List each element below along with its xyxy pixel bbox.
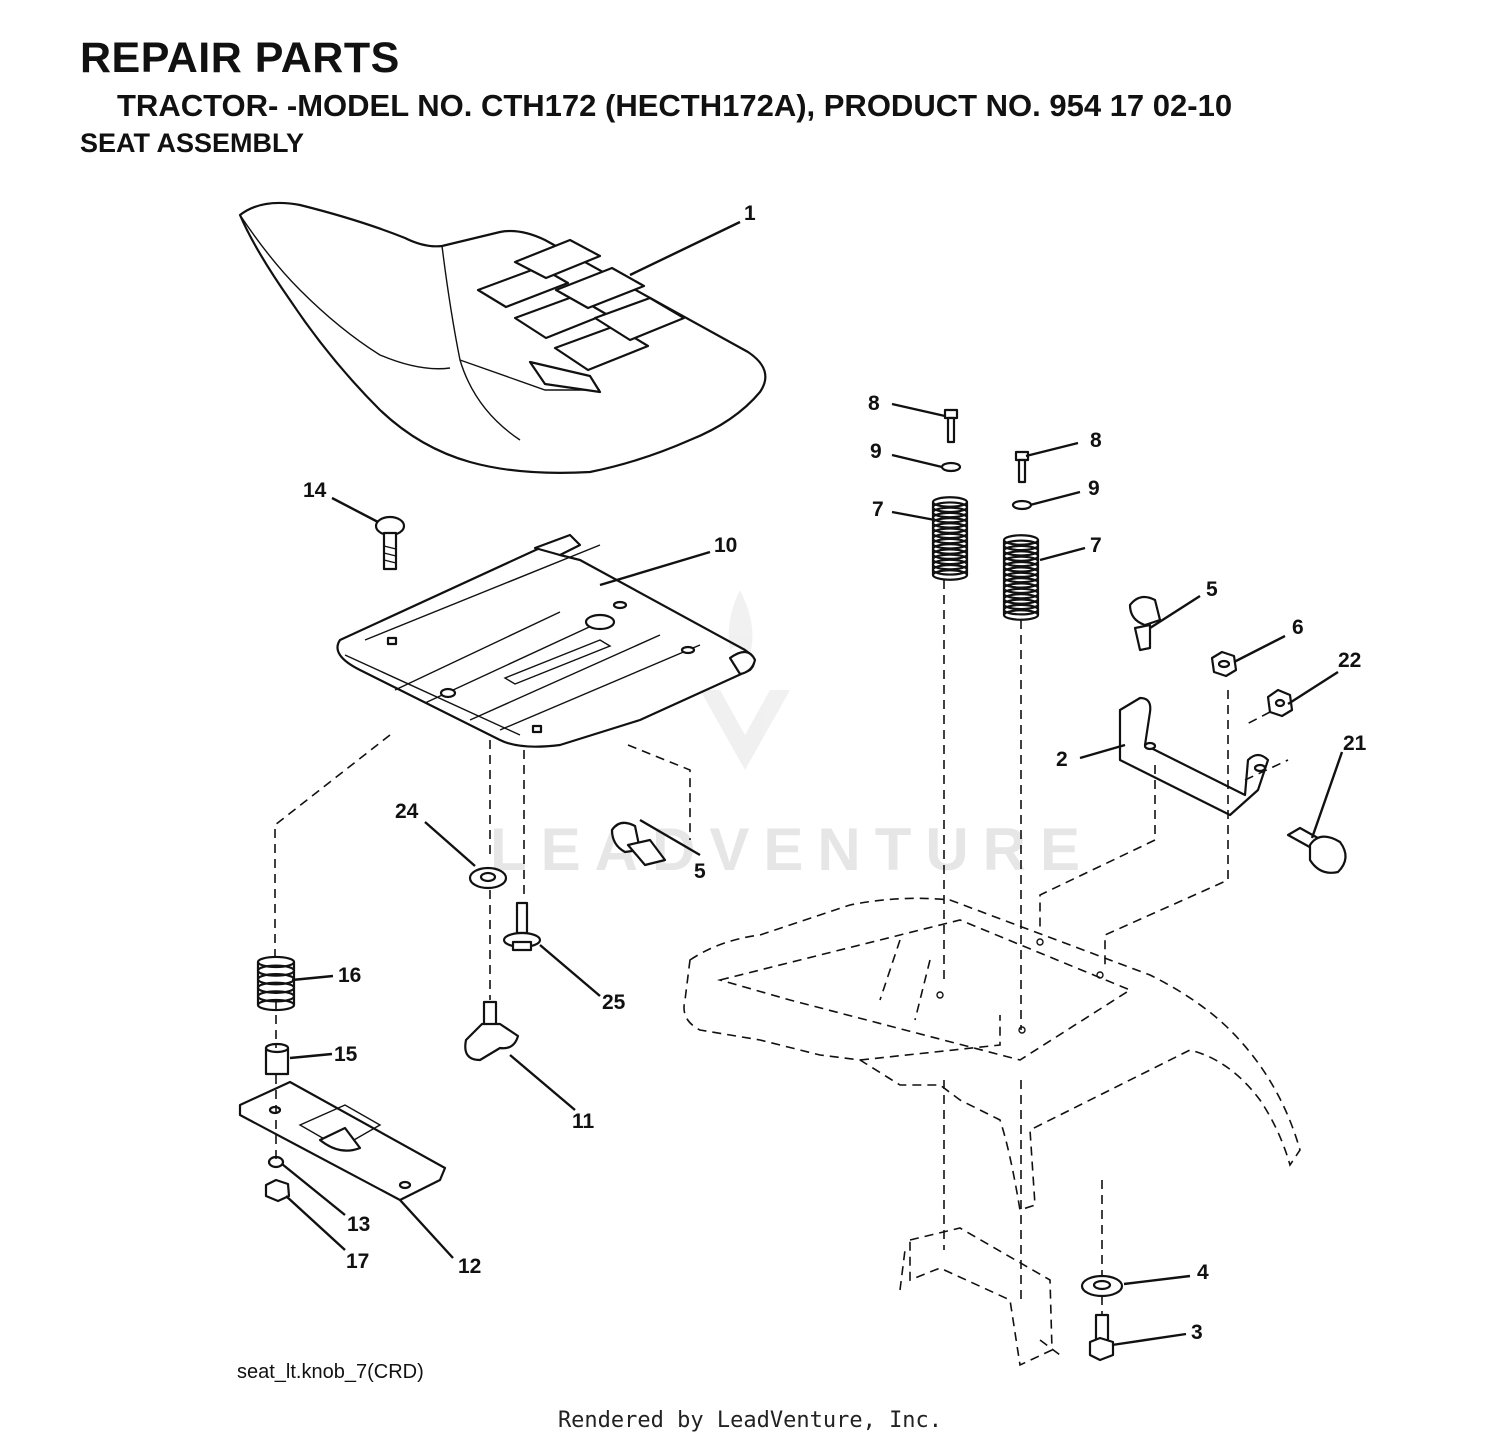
callout-15: 15 [334,1043,358,1066]
spring-assembly-right [1002,450,1040,621]
callout-12: 12 [458,1255,481,1278]
seat-clip-part [610,595,1162,867]
watermark-text: LEADVENTURE [490,816,1095,883]
callout-3: 3 [1191,1321,1203,1344]
callout-10: 10 [714,534,737,557]
callout-13: 13 [347,1213,370,1236]
model-subtitle: TRACTOR- -MODEL NO. CTH172 (HECTH172A), … [117,88,1233,123]
shoulder-bolt-part [1286,826,1347,874]
callout-leader-lines [281,220,1344,1347]
fender-reference-outline [683,897,1301,1367]
hex-bolt-part [1088,1313,1115,1362]
callout-17: 17 [346,1250,369,1273]
slide-plate-part [238,1080,447,1202]
footer-credit: Rendered by LeadVenture, Inc. [557,1408,943,1433]
callout-8: 8 [868,392,880,415]
callout-5: 5 [694,860,706,883]
callout-5: 5 [1206,578,1218,601]
flange-bolt-part [502,901,542,952]
hex-nut-parts [1210,650,1294,718]
callout-2: 2 [1056,748,1068,771]
callout-7: 7 [1090,534,1102,557]
leadventure-logo-watermark [700,590,790,770]
drawing-reference: seat_lt.knob_7(CRD) [237,1361,424,1383]
callout-22: 22 [1338,649,1361,672]
callout-8: 8 [1090,429,1102,452]
seat-pan-part [336,533,757,748]
callout-7: 7 [872,498,884,521]
seat-knob-part [464,1000,520,1062]
page-title: REPAIR PARTS [80,34,400,82]
spring-assembly-left [931,408,969,581]
callout-16: 16 [338,964,361,987]
callout-24: 24 [395,800,419,823]
callout-labels: 1 8 8 9 9 7 7 14 10 5 5 6 22 21 2 24 16 … [303,202,1367,1344]
carriage-bolt-part [374,515,406,571]
callout-11: 11 [572,1110,595,1133]
callout-14: 14 [303,479,327,502]
spacer-part [264,1042,290,1076]
callout-1: 1 [744,202,756,225]
callout-4: 4 [1197,1261,1209,1284]
pivot-bracket-part [1118,696,1270,817]
callout-6: 6 [1292,616,1304,639]
seat-part [238,201,767,474]
callout-21: 21 [1343,732,1367,755]
section-title: SEAT ASSEMBLY [80,128,305,158]
washer-part [468,866,1124,1298]
callout-9: 9 [1088,477,1100,500]
assembly-guide-lines [274,580,1289,1315]
callout-9: 9 [870,440,882,463]
compression-spring-part [256,955,296,1012]
callout-25: 25 [602,991,626,1014]
nut-washer-parts [264,1155,291,1203]
